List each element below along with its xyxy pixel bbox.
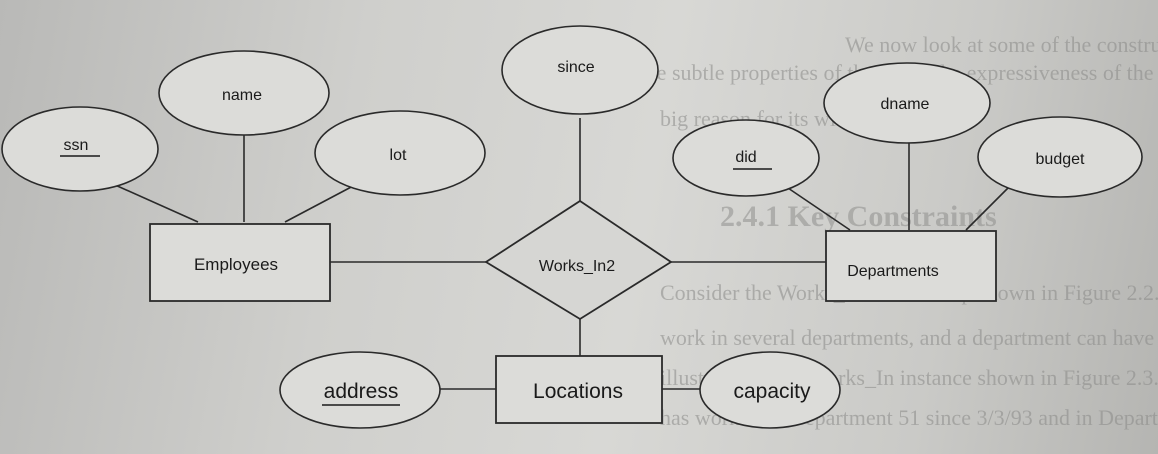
bg-line-1: We now look at some of the constructs in… <box>845 32 1158 57</box>
entity-departments <box>825 230 997 302</box>
labels: ssn name lot since did dname budget addr… <box>64 59 1085 403</box>
attribute-since <box>501 25 659 115</box>
entities <box>149 223 997 424</box>
attribute-budget <box>977 116 1143 198</box>
attribute-did-label: did <box>735 149 756 166</box>
attributes <box>1 25 1143 429</box>
attribute-name <box>158 50 330 136</box>
attribute-dname <box>823 62 991 144</box>
relationship-works-in2-label: Works_In2 <box>539 258 615 275</box>
bg-heading: 2.4.1 Key Constraints <box>720 200 997 233</box>
attribute-since-label: since <box>557 59 594 76</box>
entity-employees-label: Employees <box>194 255 278 274</box>
attribute-lot <box>314 110 486 196</box>
attribute-name-label: name <box>222 87 262 104</box>
attribute-dname-label: dname <box>881 96 930 113</box>
attribute-ssn-label: ssn <box>64 137 89 154</box>
bg-line-5: work in several departments, and a depar… <box>660 325 1158 350</box>
attribute-address <box>279 351 441 429</box>
entity-employees <box>149 223 331 302</box>
attribute-lot-label: lot <box>390 147 407 164</box>
attribute-address-label: address <box>324 380 399 403</box>
relationship-works-in2 <box>484 199 673 321</box>
entity-locations <box>495 355 663 424</box>
entity-departments-label: Departments <box>847 263 939 280</box>
link-did-departments <box>784 185 851 231</box>
link-budget-departments <box>965 185 1011 231</box>
attribute-budget-label: budget <box>1036 151 1085 168</box>
attribute-did <box>672 119 820 197</box>
attribute-ssn <box>1 106 159 192</box>
attribute-capacity <box>699 351 841 429</box>
attribute-capacity-label: capacity <box>733 380 811 403</box>
entity-locations-label: Locations <box>533 380 623 403</box>
key-underlines <box>60 155 772 406</box>
